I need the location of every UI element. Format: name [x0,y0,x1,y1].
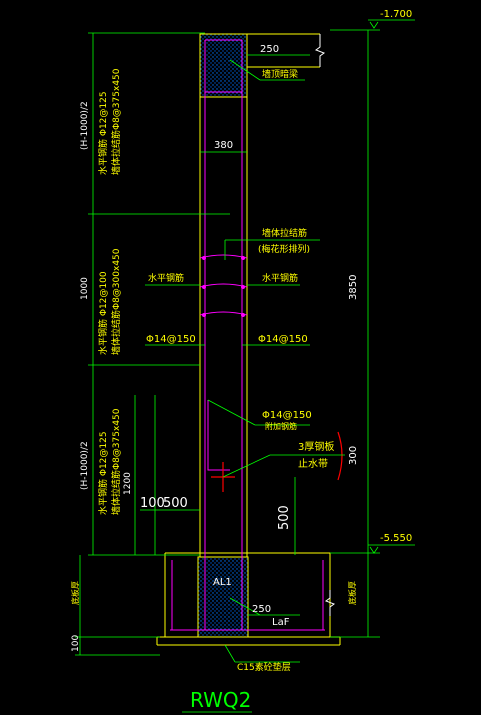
leaders [75,19,415,713]
left-dim-top: (H-1000)/2 [80,101,90,150]
dim-100: 100 [140,496,165,511]
beam-width-dim: 250 [260,44,279,55]
note-top-2: 墙体拉结筋Φ8@375x450 [110,68,122,175]
note-bot-1: 水平钢筋 Φ12@125 [97,431,109,515]
height-total-dim: 3850 [348,275,359,300]
tie-bar-label: 墙体拉结筋 [262,227,307,239]
right-side-label: 底板厚 [347,581,357,605]
rebar [170,39,325,631]
left-bottom-dim: 100 [71,635,81,652]
waterstop-1: 3厚钢板 [298,440,334,453]
tie-bars [199,254,248,316]
wall-thickness-dim: 380 [214,140,233,151]
dim-500-v: 500 [277,505,292,530]
top-beam-label: 墙顶暗梁 [262,68,298,80]
bottom-250: 250 [252,604,271,615]
elevation-top: -1.700 [380,9,412,20]
elevation-markers [369,21,379,554]
note-mid-2: 墙体拉结筋Φ8@300x450 [110,248,122,355]
cushion-label: C15素砼垫层 [237,661,291,673]
vert-bar-left: Φ14@150 [146,334,196,345]
left-dim-mid: 1000 [80,277,90,300]
waterstop-dim: 300 [348,446,359,465]
foundation-label: AL1 [213,577,232,588]
left-dim-bot: (H-1000)/2 [80,441,90,490]
horiz-bar-left: 水平钢筋 [148,272,184,284]
dim-500-h: 500 [163,496,188,511]
note-top-1: 水平钢筋 Φ12@125 [97,91,109,175]
horiz-bar-right: 水平钢筋 [262,272,298,284]
waterstop-2: 止水带 [298,458,328,470]
note-bot-2: 墙体拉结筋Φ8@375x450 [110,408,122,515]
top-beam [199,33,248,98]
tie-bar-dots [202,256,245,317]
note-mid-1: 水平钢筋 Φ12@100 [97,271,109,355]
elevation-bottom: -5.550 [380,533,412,544]
middle-bar: Φ14@150 [262,410,312,421]
foundation-beam [197,556,249,638]
break-marks [314,34,336,616]
vert-bar-right: Φ14@150 [258,334,308,345]
left-side-label: 底板厚 [70,581,80,605]
left-dim-1200: 1200 [123,472,133,495]
wall-outline [156,33,341,646]
title: RWQ2 [190,688,251,712]
tie-bar-label-2: (梅花形排列) [258,243,310,255]
laf-label: LaF [272,617,290,628]
middle-bar-note: 附加钢筋 [265,421,297,431]
